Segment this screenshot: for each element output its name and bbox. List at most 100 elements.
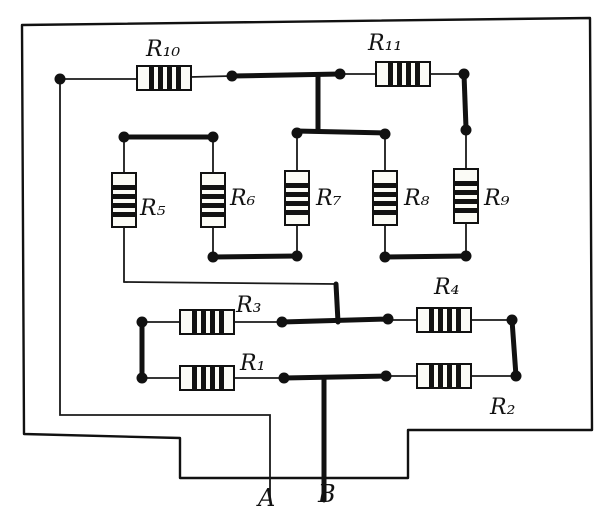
junction-node (460, 250, 472, 262)
resistor-body (179, 365, 235, 391)
resistor-band (210, 366, 215, 390)
wire-r4-r2-right (509, 317, 519, 379)
resistor-r9 (453, 168, 479, 224)
wire-top-bus (229, 71, 343, 79)
resistor-body (111, 172, 137, 228)
label-r7: R₇ (315, 186, 342, 211)
label-r10: R₁₀ (145, 37, 180, 62)
resistor-band (285, 201, 309, 206)
resistor-body (200, 172, 226, 228)
label-r5: R₅ (139, 196, 166, 221)
wire-mid-drop (333, 281, 341, 325)
junction-node (460, 124, 472, 136)
resistor-band (201, 194, 225, 199)
wire-r7-r8-bus (293, 128, 388, 136)
resistor-band (112, 203, 136, 208)
resistor-body (136, 65, 192, 91)
resistor-body (416, 307, 472, 333)
junction-node (136, 372, 148, 384)
junction-node (382, 313, 394, 325)
wire-r10-right (189, 75, 233, 78)
junction-nodes (54, 68, 522, 384)
resistor-body (416, 363, 472, 389)
resistor-band (429, 364, 434, 388)
resistor-band (454, 208, 478, 213)
resistor-band (454, 181, 478, 186)
resistor-body (372, 170, 398, 226)
resistor-r4 (416, 307, 472, 333)
resistor-band (397, 62, 402, 86)
resistor-band (201, 366, 206, 390)
resistors (111, 61, 479, 391)
wire-r5-to-junction (123, 281, 337, 285)
resistor-band (210, 310, 215, 334)
resistor-band (176, 66, 181, 90)
wire-r6-r7-bottom (210, 253, 300, 260)
label-r11: R₁₁ (367, 31, 402, 56)
junction-node (379, 128, 391, 140)
label-r1: R₁ (239, 351, 265, 376)
junction-node (334, 68, 346, 80)
resistor-band (447, 364, 452, 388)
resistor-band (112, 185, 136, 190)
resistor-band (438, 364, 443, 388)
junction-node (136, 316, 148, 328)
wire-left-bus (59, 78, 271, 501)
resistor-band (429, 308, 434, 332)
junction-node (207, 251, 219, 263)
resistor-band (285, 183, 309, 188)
resistor-band (219, 366, 224, 390)
wire-r8-r9-bottom (382, 253, 469, 260)
resistor-body (375, 61, 431, 87)
label-r6: R₆ (229, 186, 256, 211)
resistor-band (149, 66, 154, 90)
label-r2: R₂ (489, 395, 515, 420)
resistor-band (373, 192, 397, 197)
resistor-band (112, 212, 136, 217)
label-r8: R₈ (403, 186, 430, 211)
resistor-r11 (375, 61, 431, 87)
resistor-band (201, 203, 225, 208)
junction-node (506, 314, 518, 326)
resistor-band (415, 62, 420, 86)
resistor-band (447, 308, 452, 332)
resistor-r7 (284, 170, 310, 226)
junction-node (118, 131, 130, 143)
resistor-band (201, 185, 225, 190)
junction-node (379, 251, 391, 263)
resistor-band (201, 212, 225, 217)
wire-r1-r2-bus (281, 373, 389, 381)
junction-node (207, 131, 219, 143)
resistor-band (456, 308, 461, 332)
junction-node (54, 73, 66, 85)
thick-wires (121, 71, 519, 503)
resistor-r8 (372, 170, 398, 226)
resistor-body (453, 168, 479, 224)
resistor-band (219, 310, 224, 334)
resistor-body (179, 309, 235, 335)
label-r3: R₃ (235, 293, 261, 318)
resistor-band (285, 192, 309, 197)
junction-node (278, 372, 290, 384)
junction-node (510, 370, 522, 382)
resistor-r1 (179, 365, 235, 391)
junction-node (276, 316, 288, 328)
label-r9: R₉ (483, 186, 510, 211)
circuit-board-outline (20, 16, 594, 480)
resistor-band (158, 66, 163, 90)
resistor-band (373, 201, 397, 206)
resistor-band (373, 210, 397, 215)
resistor-band (456, 364, 461, 388)
resistor-band (201, 310, 206, 334)
resistor-band (112, 194, 136, 199)
resistor-band (285, 210, 309, 215)
resistor-band (192, 310, 197, 334)
resistor-band (388, 62, 393, 86)
resistor-r10 (136, 65, 192, 91)
resistor-band (373, 183, 397, 188)
resistor-band (438, 308, 443, 332)
junction-node (380, 370, 392, 382)
resistor-band (406, 62, 411, 86)
terminal-b-label: B (317, 480, 336, 508)
resistor-r6 (200, 172, 226, 228)
